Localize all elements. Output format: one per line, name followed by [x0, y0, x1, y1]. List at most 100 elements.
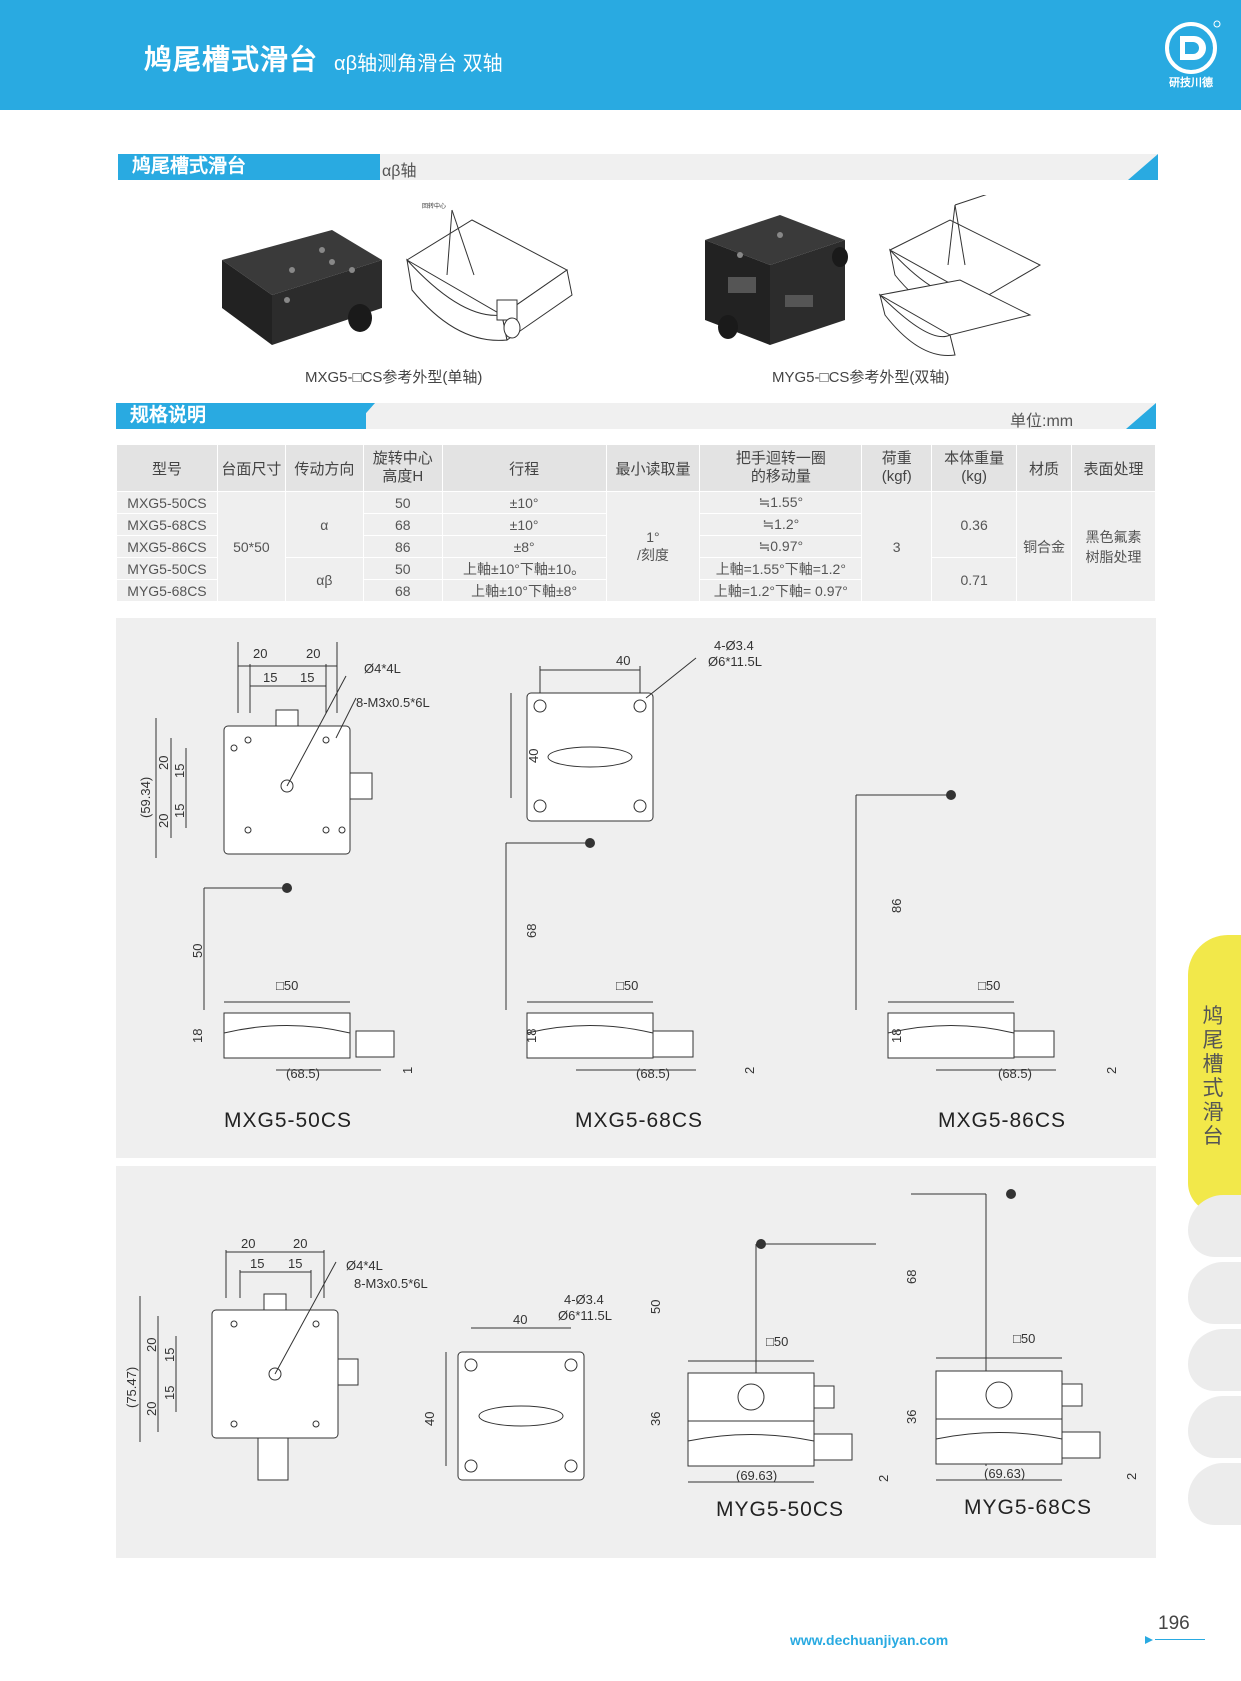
side-tab-inactive[interactable] [1188, 1329, 1241, 1391]
cell-travel: ±8° [441, 535, 607, 558]
dim-mount1: 4-Ø3.4 [714, 638, 754, 653]
dim-sq50c: □50 [978, 978, 1000, 993]
cell-travel: ±10° [441, 513, 607, 536]
dim-20c: 20 [156, 756, 171, 770]
dim-15g: 15 [162, 1348, 177, 1362]
dim-40b: 40 [526, 749, 541, 763]
table-row: MYG5-50CS αβ 50 上軸±10°下軸±10。 上軸=1.55°下軸=… [116, 557, 1156, 602]
dim-sq50d: □50 [766, 1334, 788, 1349]
page-subtitle: αβ轴测角滑台 双轴 [334, 53, 503, 75]
header-bar [0, 0, 1241, 110]
dim-h1: (59.34) [138, 777, 153, 818]
th-height: 旋转中心 高度H [362, 444, 443, 492]
table-header-row: 型号 台面尺寸 传动方向 旋转中心 高度H 行程 最小读取量 把手迴转一圈 的移… [116, 444, 1156, 492]
dim-sq50: □50 [276, 978, 298, 993]
cell-weight: 0.71 [931, 557, 1018, 602]
dim-mount1b: 4-Ø3.4 [564, 1292, 604, 1307]
dim-15f: 15 [288, 1256, 302, 1271]
technical-drawings-dual: 20 20 15 15 Ø4*4L 8-M3x0.5*6L (75.47) 20… [124, 1189, 1139, 1521]
dim-18c: 18 [889, 1029, 904, 1043]
surface-line-1: 黑色氟素 [1085, 528, 1142, 545]
dim-18a: 18 [190, 1029, 205, 1043]
cell-model: MXG5-50CS [116, 491, 218, 514]
dim-h50: 50 [190, 944, 205, 958]
cell-weight: 0.36 [931, 491, 1018, 558]
dim-20b: 20 [306, 646, 320, 661]
section-label-products: 鸠尾槽式滑台 [118, 154, 380, 180]
spec-table: 型号 台面尺寸 传动方向 旋转中心 高度H 行程 最小读取量 把手迴转一圈 的移… [116, 444, 1156, 602]
dim-15d: 15 [172, 804, 187, 818]
dim-w1b: (68.5) [636, 1066, 670, 1081]
dim-15h: 15 [162, 1386, 177, 1400]
dim-15a: 15 [263, 670, 277, 685]
dim-40c: 40 [513, 1312, 527, 1327]
side-tab-inactive[interactable] [1188, 1396, 1241, 1458]
dim-w1c: (68.5) [998, 1066, 1032, 1081]
caption-dual-axis: MYG5-□CS参考外型(双轴) [772, 369, 950, 386]
brand-logo [1165, 20, 1221, 74]
cell-height: 68 [362, 513, 443, 536]
dim-36b: 36 [904, 1410, 919, 1424]
cell-model: MYG5-50CS [116, 557, 218, 580]
th-surface: 表面处理 [1071, 444, 1156, 492]
cell-model: MXG5-68CS [116, 513, 218, 536]
cell-height: 86 [362, 535, 443, 558]
dim-20a: 20 [253, 646, 267, 661]
dim-w1a: (68.5) [286, 1066, 320, 1081]
min-reading-value: 1° [646, 528, 660, 545]
dim-36a: 36 [648, 1412, 663, 1426]
th-direction: 传动方向 [284, 444, 364, 492]
dim-20d: 20 [156, 814, 171, 828]
cell-per-turn: 上軸=1.55°下軸=1.2° [699, 557, 863, 580]
side-tab-label: 鸠尾槽式滑台 [1202, 1005, 1224, 1148]
dim-2b: 2 [1104, 1067, 1119, 1074]
section-label-tail [350, 403, 375, 429]
cell-height: 50 [362, 491, 443, 514]
th-weight: 本体重量 (kg) [931, 444, 1018, 492]
side-tab-inactive[interactable] [1188, 1463, 1241, 1525]
section-label-spec: 规格说明 [116, 403, 366, 429]
cell-load: 3 [861, 491, 933, 602]
unit-label: 单位:mm [1010, 413, 1074, 430]
cell-height: 68 [362, 579, 443, 602]
cell-travel: 上軸±10°下軸±10。 [441, 557, 607, 580]
side-tab-inactive[interactable] [1188, 1262, 1241, 1324]
dim-20h: 20 [144, 1402, 159, 1416]
model-label-myg68: MYG5-68CS [964, 1496, 1092, 1519]
table-row: MXG5-86CS 86 ±8° ≒0.97° [116, 535, 1156, 558]
section-sublabel: αβ轴 [382, 163, 417, 180]
model-label-mxg86: MXG5-86CS [938, 1109, 1066, 1132]
page-title: 鸠尾槽式滑台 [144, 44, 319, 75]
dim-screw: 8-M3x0.5*6L [356, 695, 430, 710]
cell-min-reading: 1°/刻度 [605, 491, 701, 602]
dim-h68b: 68 [904, 1270, 919, 1284]
cell-model: MYG5-68CS [116, 579, 218, 602]
section-bar-end [1128, 154, 1158, 180]
dim-15c: 15 [172, 764, 187, 778]
dim-18b: 18 [524, 1029, 539, 1043]
caption-single-axis: MXG5-□CS参考外型(单轴) [305, 369, 483, 386]
dim-mount2b: Ø6*11.5L [558, 1308, 612, 1323]
th-per-turn: 把手迴转一圈 的移动量 [699, 444, 863, 492]
dim-hole: Ø4*4L [364, 661, 401, 676]
dim-2a: 2 [742, 1067, 757, 1074]
section-label-tail [340, 154, 370, 180]
side-tab[interactable] [1188, 935, 1241, 1213]
th-material: 材质 [1016, 444, 1073, 492]
dim-20e: 20 [241, 1236, 255, 1251]
table-row: MXG5-68CS 68 ±10° ≒1.2° [116, 513, 1156, 536]
side-tab-inactive[interactable] [1188, 1195, 1241, 1257]
cell-per-turn: ≒1.55° [699, 491, 863, 514]
dim-20f: 20 [293, 1236, 307, 1251]
surface-line-2: 树脂处理 [1085, 548, 1142, 565]
dim-h2: (75.47) [124, 1367, 139, 1408]
dim-w2b: (69.63) [984, 1466, 1025, 1481]
dim-40a: 40 [616, 653, 630, 668]
th-size: 台面尺寸 [216, 444, 286, 492]
footer-url[interactable]: www.dechuanjiyan.com [790, 1632, 949, 1648]
th-travel: 行程 [441, 444, 607, 492]
cell-direction: αβ [284, 557, 364, 602]
dim-1: 1 [400, 1067, 415, 1074]
cell-model: MXG5-86CS [116, 535, 218, 558]
dim-40d: 40 [422, 1412, 437, 1426]
